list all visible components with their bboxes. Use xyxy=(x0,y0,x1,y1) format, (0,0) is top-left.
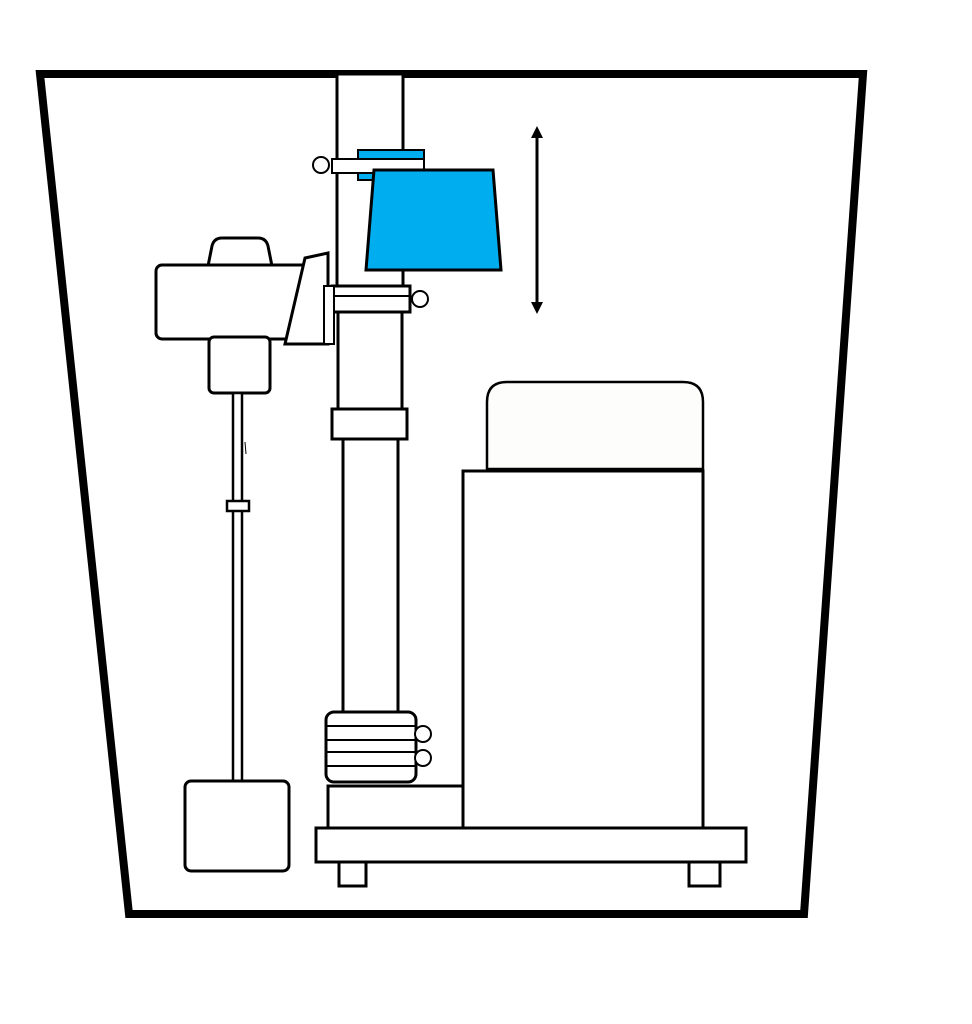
mixer-motor-head xyxy=(154,236,335,395)
clamp-knob xyxy=(312,156,330,174)
base-foot-left xyxy=(337,860,368,888)
control-cabinet xyxy=(461,469,705,830)
cabinet-lid xyxy=(485,380,705,471)
column-base-collar xyxy=(324,710,465,830)
movable-hood xyxy=(364,168,503,272)
base-platform xyxy=(314,826,748,888)
clamp-knob-lower xyxy=(411,290,429,308)
vertical-motion-arrow xyxy=(531,126,543,314)
weight-block xyxy=(183,779,291,873)
base-foot-right xyxy=(687,860,722,888)
